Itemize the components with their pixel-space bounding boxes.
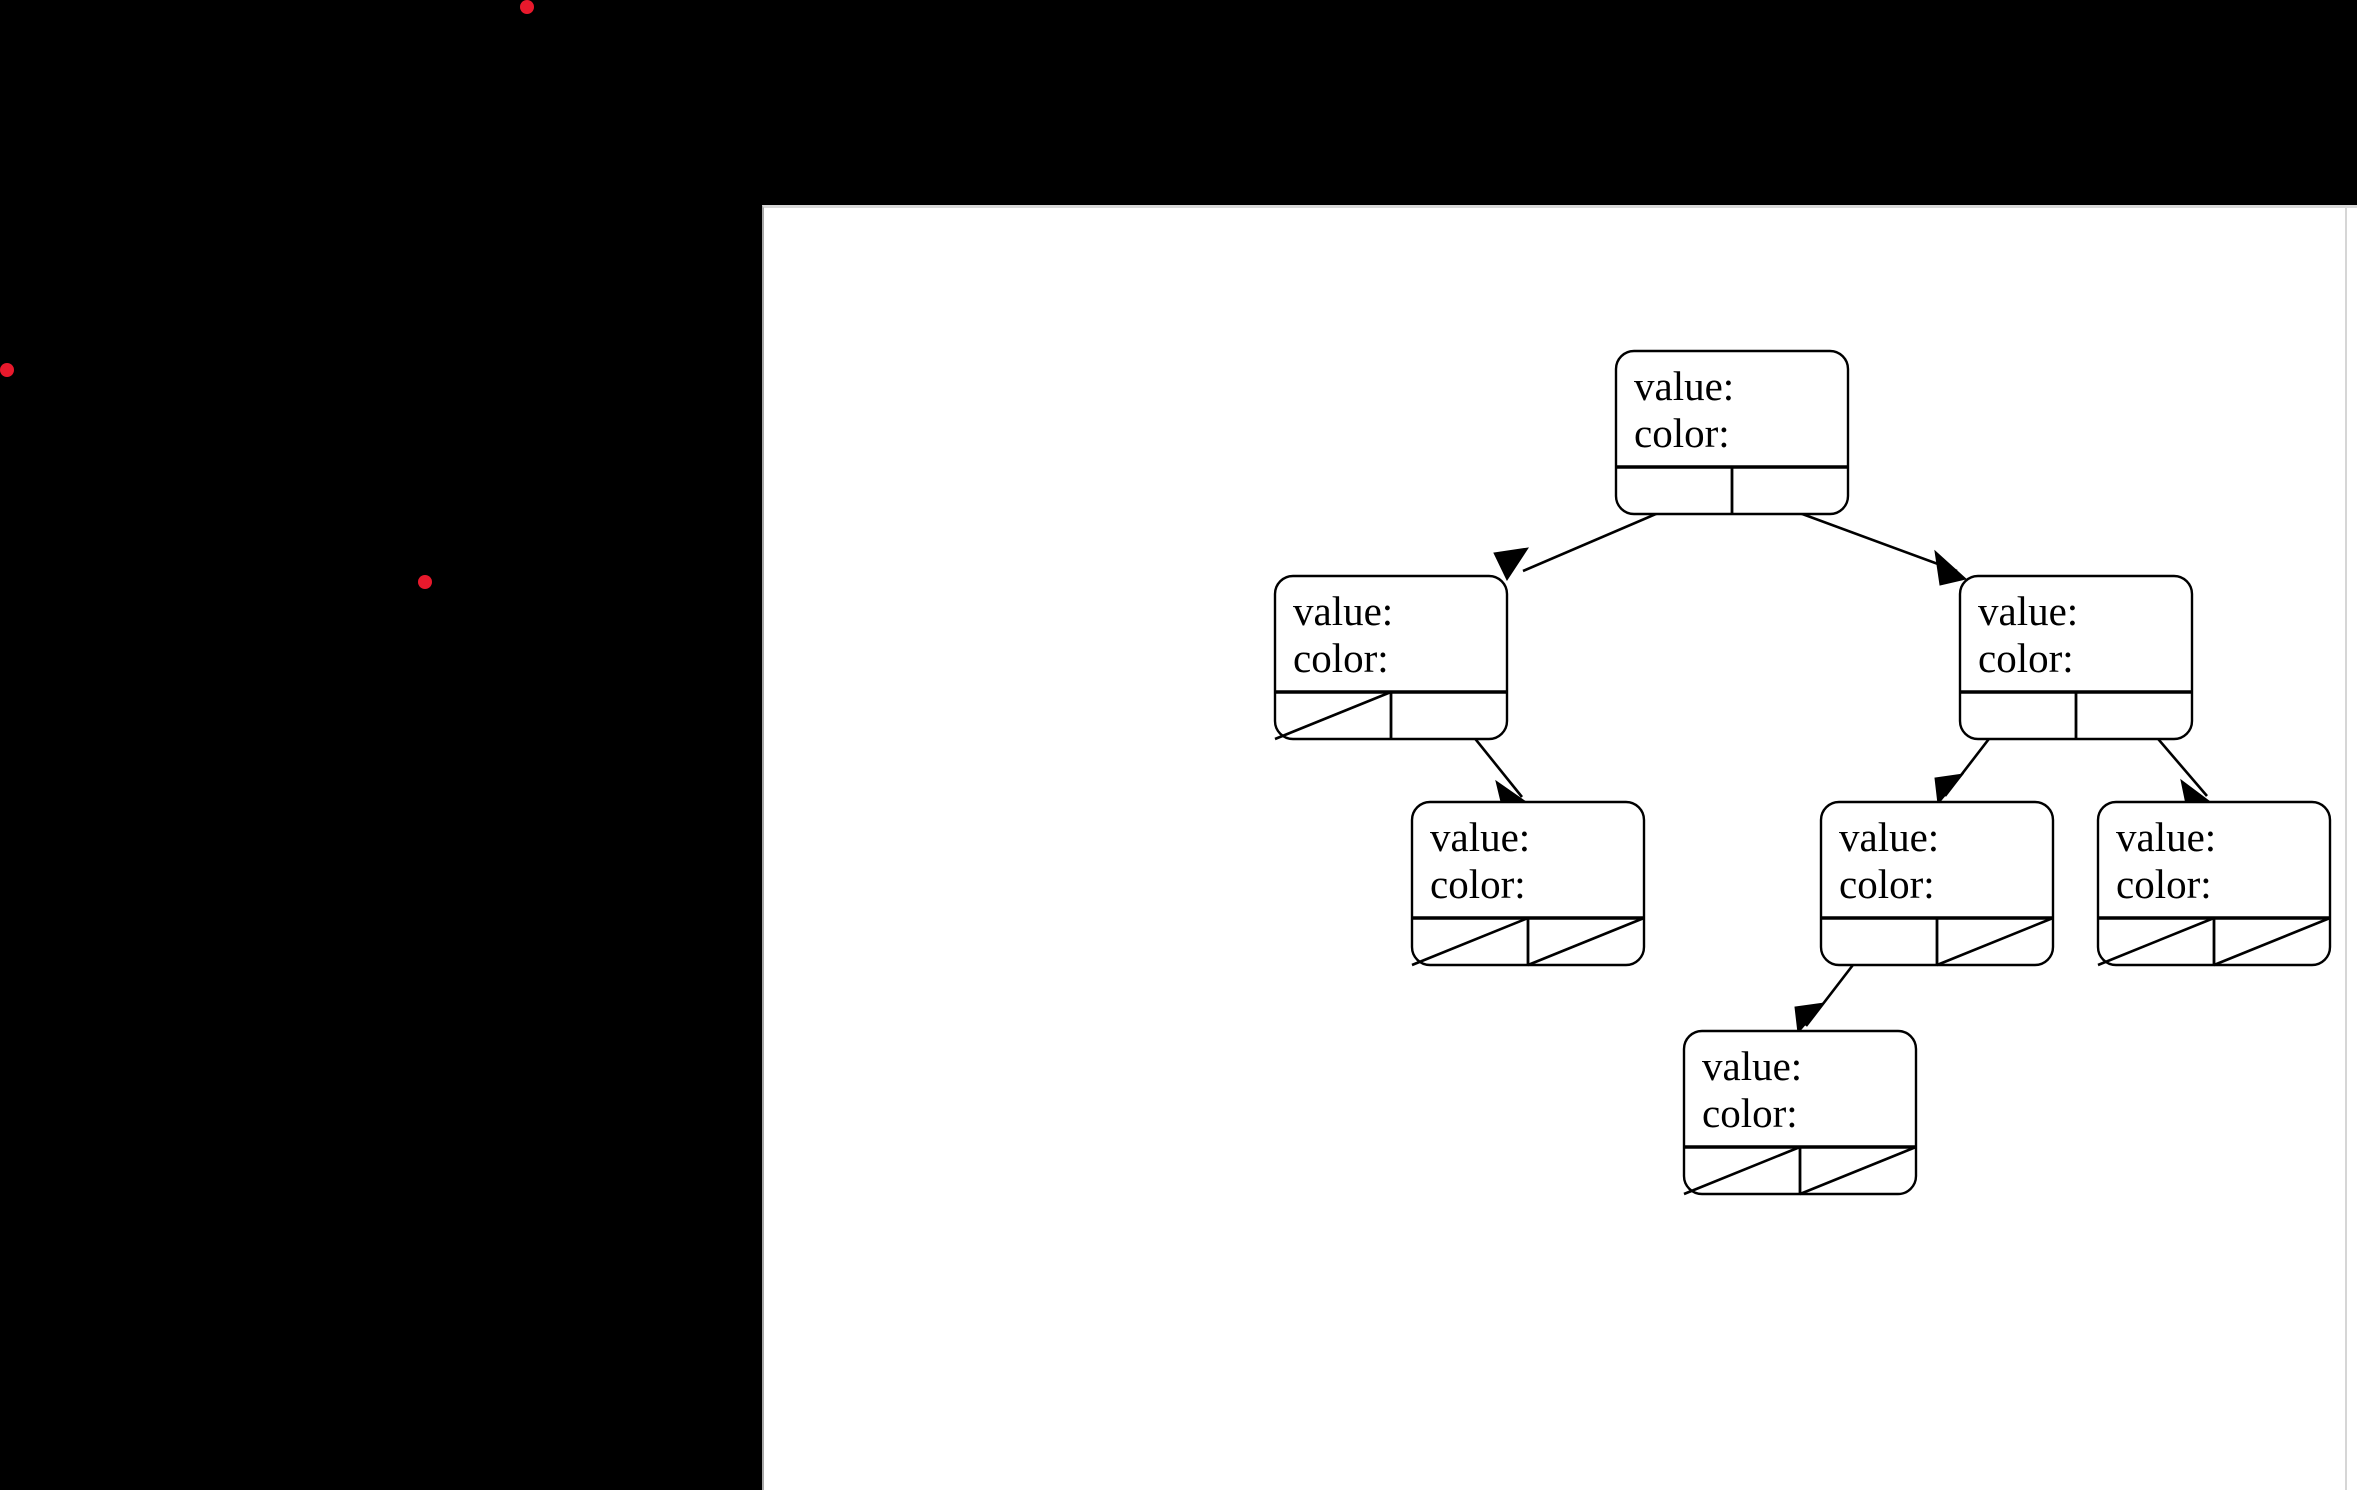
null-slash-left — [2097, 916, 2215, 967]
binary-tree-diagram: value: color: value: color: value: color… — [1273, 349, 2332, 1196]
leaf-b-color-label: color: — [1839, 861, 1935, 907]
null-slash-left — [1411, 916, 1529, 967]
leaf-node-a[interactable]: value: color: — [1410, 800, 1646, 967]
root-node-color-label: color: — [1634, 410, 1730, 456]
leaf-d-color-label: color: — [1702, 1090, 1798, 1136]
leaf-b-value-label: value: — [1839, 814, 1939, 860]
leaf-c-value-label: value: — [2116, 814, 2216, 860]
red-dot-top — [520, 0, 534, 14]
right-child-value-label: value: — [1978, 588, 2078, 634]
red-dot-left — [0, 363, 14, 377]
left-child-node[interactable]: value: color: — [1273, 574, 1509, 741]
left-child-value-label: value: — [1293, 588, 1393, 634]
edge-root-left — [1493, 506, 1671, 582]
leaf-node-d[interactable]: value: color: — [1682, 1029, 1918, 1196]
leaf-a-color-label: color: — [1430, 861, 1526, 907]
root-node-value-label: value: — [1634, 363, 1734, 409]
right-child-node[interactable]: value: color: — [1958, 574, 2194, 741]
leaf-a-value-label: value: — [1430, 814, 1530, 860]
null-slash-right — [1527, 916, 1645, 967]
diagram-viewport[interactable]: value: color: value: color: value: color… — [762, 205, 2357, 1490]
leaf-node-c[interactable]: value: color: — [2096, 800, 2332, 967]
null-slash-right — [1936, 916, 2054, 967]
leaf-c-color-label: color: — [2116, 861, 2212, 907]
null-slash-right — [1799, 1145, 1917, 1196]
null-slash-right — [2213, 916, 2331, 967]
left-child-color-label: color: — [1293, 635, 1389, 681]
edge-root-right — [1785, 506, 1968, 586]
root-node[interactable]: value: color: — [1614, 349, 1850, 516]
leaf-d-value-label: value: — [1702, 1043, 1802, 1089]
red-dot-mid — [418, 575, 432, 589]
right-child-color-label: color: — [1978, 635, 2074, 681]
null-slash-left — [1683, 1145, 1801, 1196]
leaf-node-b[interactable]: value: color: — [1819, 800, 2055, 967]
null-slash-left — [1274, 690, 1392, 741]
